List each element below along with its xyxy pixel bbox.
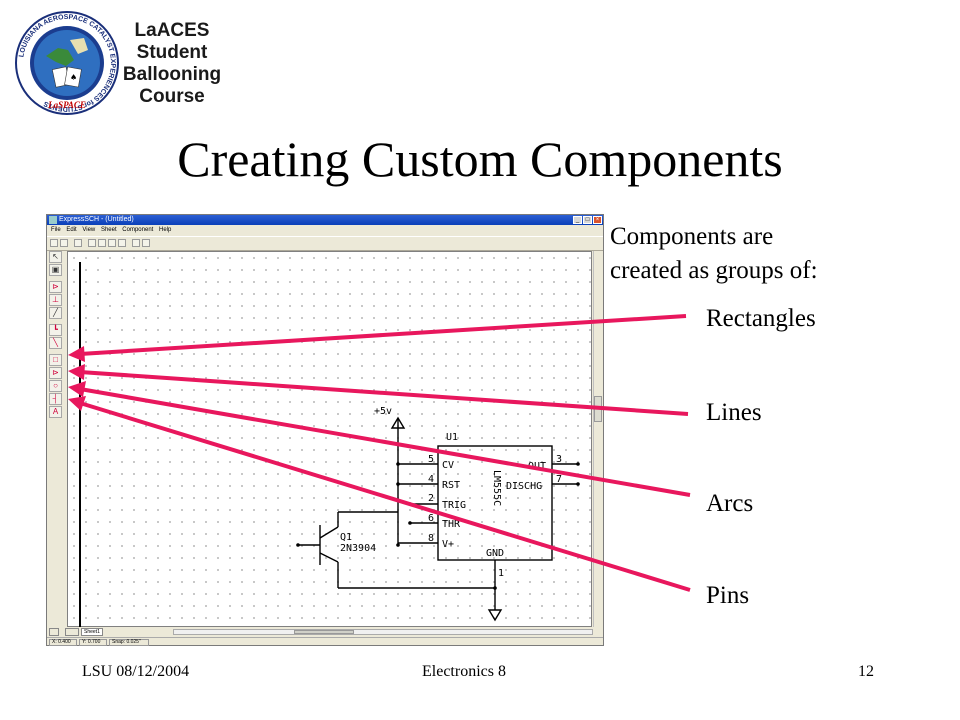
menu-view[interactable]: View <box>82 227 96 233</box>
ground-tool-button[interactable]: ⊥ <box>49 294 62 306</box>
save-button[interactable] <box>60 239 68 247</box>
menu-bar: File Edit View Sheet Component Help <box>47 226 603 235</box>
window-titlebar: ExpressSCH - (Untitled) _ □ × <box>47 215 603 225</box>
print-button[interactable] <box>74 239 82 247</box>
bus-tool-button[interactable]: ┗ <box>49 324 62 336</box>
laspace-logo: ♠ LOUISIANA AEROSPACE CATALYST EXPERIENC… <box>15 11 119 115</box>
wire-tool-button[interactable]: ╱ <box>49 307 62 319</box>
pin-tool-button[interactable]: ┤ <box>49 393 62 405</box>
sheet-nav-icon[interactable] <box>49 628 59 636</box>
status-snap: Snap: 0.025" <box>109 639 149 646</box>
text-tool-button[interactable]: A <box>49 406 62 418</box>
status-x: X: 0.400 <box>49 639 77 646</box>
horizontal-scroll-thumb[interactable] <box>294 630 354 634</box>
menu-file[interactable]: File <box>51 227 61 233</box>
zoom-in-button[interactable] <box>88 239 96 247</box>
sheet-border-line <box>79 262 81 627</box>
sheet-scroll-arrows[interactable] <box>65 628 79 636</box>
menu-help[interactable]: Help <box>159 227 172 233</box>
select-tool-button[interactable]: ↖ <box>49 251 62 263</box>
course-line: Ballooning <box>122 64 222 85</box>
window-title: ExpressSCH - (Untitled) <box>59 216 134 223</box>
page-number: 12 <box>858 663 874 680</box>
course-line: LaACES <box>134 20 210 41</box>
sheet-tab-bar: Sheet1 <box>47 628 603 637</box>
copy-button[interactable] <box>132 239 140 247</box>
line-tool-button[interactable]: ⊳ <box>49 367 62 379</box>
scrollbar-thumb[interactable] <box>594 396 602 422</box>
course-title: LaACES Student Ballooning Course <box>112 20 232 108</box>
svg-text:♠: ♠ <box>70 73 77 82</box>
zoom-out-button[interactable] <box>98 239 106 247</box>
expresssch-window: ExpressSCH - (Untitled) _ □ × File Edit … <box>46 214 604 646</box>
svg-text:LaSPACE: LaSPACE <box>47 100 86 110</box>
drawing-canvas[interactable] <box>67 251 592 627</box>
caption-line: created as groups of: <box>610 257 818 284</box>
power-tool-button[interactable]: ⊳ <box>49 281 62 293</box>
menu-sheet[interactable]: Sheet <box>100 227 117 233</box>
menu-edit[interactable]: Edit <box>66 227 77 233</box>
caption: Components are created as groups of: <box>610 220 960 288</box>
lines-label: Lines <box>706 399 762 426</box>
arc-tool-button[interactable]: ○ <box>49 380 62 392</box>
drawing-palette: ↖ ▣ ⊳ ⊥ ╱ ┗ ╲ □ ⊳ ○ ┤ A <box>49 251 63 425</box>
app-icon <box>49 216 57 224</box>
course-line: Student <box>136 42 208 63</box>
vertical-scrollbar[interactable] <box>593 251 602 627</box>
rectangle-tool-button[interactable]: □ <box>49 354 62 366</box>
zoom-area-button[interactable] <box>118 239 126 247</box>
course-line: Course <box>139 86 205 107</box>
menu-component[interactable]: Component <box>122 227 154 233</box>
diagonal-line-tool-button[interactable]: ╲ <box>49 337 62 349</box>
rectangles-label: Rectangles <box>706 305 816 332</box>
footer-title: Electronics 8 <box>422 663 506 680</box>
footer-date: LSU 08/12/2004 <box>82 663 190 680</box>
open-button[interactable] <box>50 239 58 247</box>
slide-title: Creating Custom Components <box>177 131 783 187</box>
toolbar <box>47 236 603 251</box>
horizontal-scrollbar[interactable] <box>173 629 593 635</box>
maximize-button[interactable]: □ <box>583 216 592 224</box>
minimize-button[interactable]: _ <box>573 216 582 224</box>
paste-button[interactable] <box>142 239 150 247</box>
pins-label: Pins <box>706 582 750 609</box>
component-tool-button[interactable]: ▣ <box>49 264 62 276</box>
arcs-label: Arcs <box>706 490 754 517</box>
zoom-fit-button[interactable] <box>108 239 116 247</box>
close-button[interactable]: × <box>593 216 602 224</box>
status-y: Y: 0.700 <box>79 639 107 646</box>
caption-line: Components are <box>610 223 774 250</box>
status-bar: X: 0.400 Y: 0.700 Snap: 0.025" <box>47 637 603 646</box>
sheet-tab[interactable]: Sheet1 <box>81 628 103 636</box>
